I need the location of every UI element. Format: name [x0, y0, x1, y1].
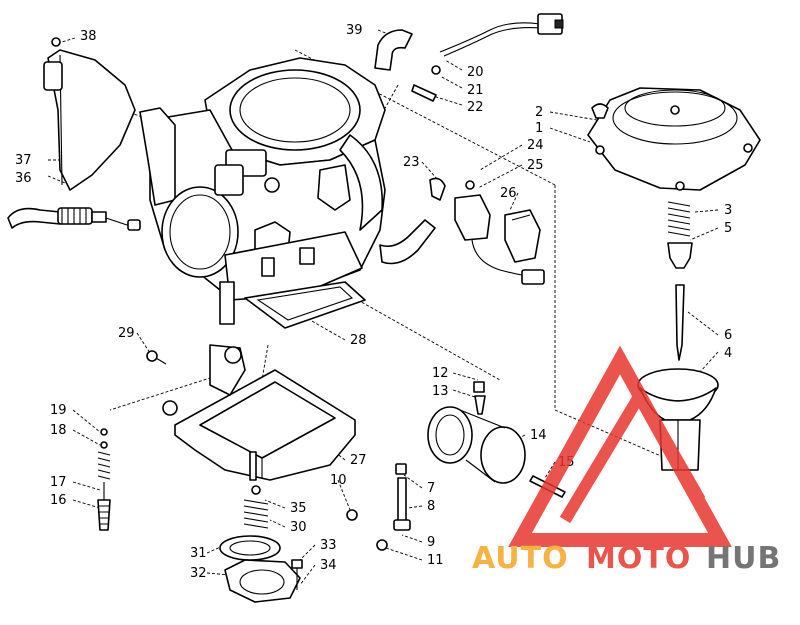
callout-8: 8: [427, 499, 435, 514]
needle-valve: [473, 381, 486, 415]
floats: [427, 406, 526, 484]
cover-assembly: [43, 37, 136, 191]
callout-19: 19: [50, 403, 67, 418]
callout-18: 18: [50, 423, 67, 438]
callout-2: 2: [535, 105, 543, 120]
sensor-wire: [411, 13, 564, 102]
callout-3: 3: [724, 203, 732, 218]
callout-35: 35: [290, 501, 307, 516]
callout-29: 29: [118, 326, 135, 341]
callout-37: 37: [15, 153, 32, 168]
callout-7: 7: [427, 481, 435, 496]
callout-32: 32: [190, 566, 207, 581]
callout-5: 5: [724, 221, 732, 236]
callout-30: 30: [290, 520, 307, 535]
callout-24: 24: [527, 138, 544, 153]
callout-12: 12: [432, 366, 449, 381]
sensor-group: [429, 177, 545, 285]
mixture-screw-set: [97, 428, 111, 531]
callout-34: 34: [320, 558, 337, 573]
callout-16: 16: [50, 493, 67, 508]
callout-21: 21: [467, 83, 484, 98]
callout-9: 9: [427, 535, 435, 550]
choke-cable: [7, 207, 141, 231]
callout-31: 31: [190, 546, 207, 561]
callout-4: 4: [724, 346, 732, 361]
jets: [346, 463, 411, 551]
callout-22: 22: [467, 100, 484, 115]
callout-36: 36: [15, 171, 32, 186]
callout-25: 25: [527, 158, 544, 173]
top-cap: [587, 87, 761, 191]
callout-17: 17: [50, 475, 67, 490]
watermark-triangle-inner: [559, 383, 706, 524]
watermark-text-moto: MOTO: [586, 541, 691, 576]
callout-20: 20: [467, 65, 484, 80]
vent-hose: [374, 29, 413, 71]
callout-38: 38: [80, 29, 97, 44]
callout-11: 11: [427, 553, 444, 568]
callout-13: 13: [432, 384, 449, 399]
watermark-text-auto: AUTO: [472, 541, 569, 576]
spring-needle: [667, 201, 693, 361]
carburetor-body: [139, 57, 436, 329]
watermark-text-hub: HUB: [706, 541, 781, 576]
callout-1: 1: [535, 121, 543, 136]
callout-27: 27: [350, 453, 367, 468]
callout-23: 23: [403, 155, 420, 170]
callout-26: 26: [500, 186, 517, 201]
pump-group: [219, 485, 303, 603]
watermark-logo: AUTO MOTO HUB: [472, 345, 781, 576]
callout-10: 10: [330, 473, 347, 488]
float-bowl: [162, 344, 356, 481]
callout-33: 33: [320, 538, 337, 553]
callout-6: 6: [724, 328, 732, 343]
callout-39: 39: [346, 23, 363, 38]
screw-29: [146, 350, 167, 365]
callout-28: 28: [350, 333, 367, 348]
callout-14: 14: [530, 428, 547, 443]
